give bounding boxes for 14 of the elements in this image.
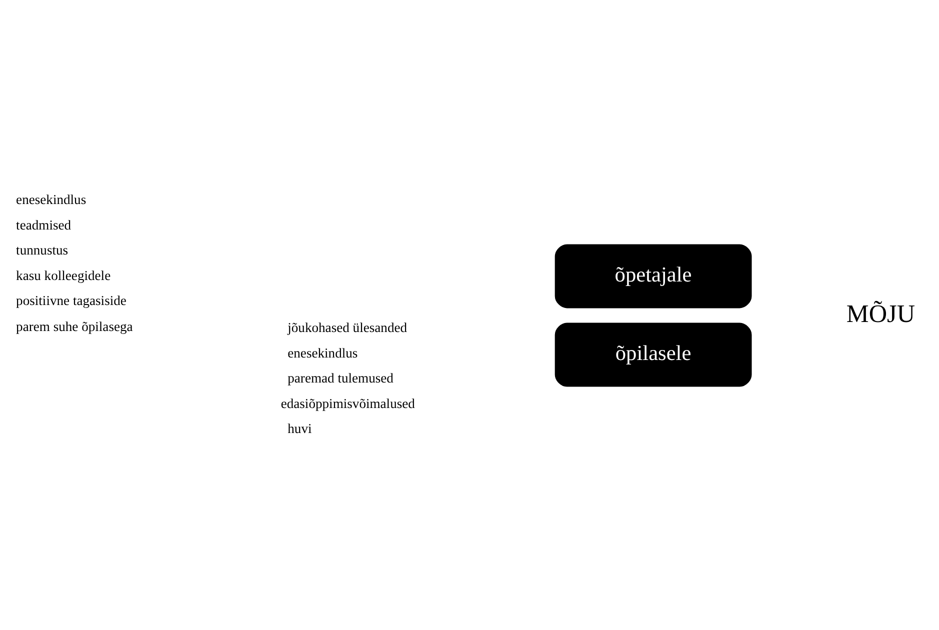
node-box: õpilasele <box>554 322 752 387</box>
label: MÕJU <box>846 301 916 328</box>
label: enesekindlus <box>16 192 86 208</box>
label: kasu kolleegidele <box>16 268 111 283</box>
label: huvi <box>288 421 312 436</box>
label: parem suhe õpilasega <box>16 319 133 334</box>
label: edasiõppimisvõimalused <box>280 396 415 411</box>
label: teadmised <box>16 217 72 232</box>
label: enesekindlus <box>288 345 358 360</box>
node-box: õpetajale <box>554 244 752 308</box>
label: jõukohased ülesanded <box>288 320 408 336</box>
label: tunnustus <box>16 242 68 258</box>
label: positiivne tagasiside <box>16 293 126 308</box>
label: paremad tulemused <box>288 370 394 386</box>
